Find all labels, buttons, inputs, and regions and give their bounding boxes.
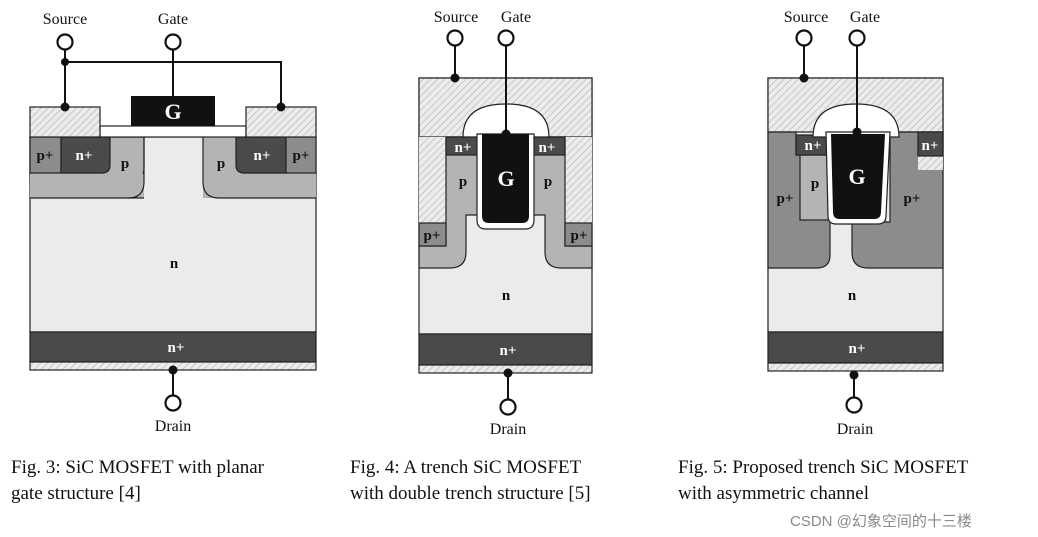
fig4-source-trench-right: [565, 137, 592, 223]
fig4-n-plus-left-label: n+: [455, 140, 472, 156]
fig3-p-left-band: [30, 174, 144, 198]
fig4-gate-label: Gate: [501, 9, 531, 26]
fig5-caption: Fig. 5: Proposed trench SiC MOSFET with …: [678, 455, 968, 507]
fig3-n-plus-right-label: n+: [254, 148, 271, 164]
fig3-caption-line2: gate structure [4]: [11, 483, 141, 504]
fig5-gate: [831, 134, 885, 219]
fig5-gate-terminal: [848, 29, 866, 47]
fig3-n-plus-substrate: [29, 331, 317, 363]
fig4-gate-terminal: [497, 29, 515, 47]
fig5-caption-line2: with asymmetric channel: [678, 483, 869, 504]
fig5-n-plus-right: [917, 131, 944, 157]
fig4-n-plus-substrate: [418, 333, 593, 366]
fig3-caption: Fig. 3: SiC MOSFET with planar gate stru…: [11, 455, 264, 507]
fig4-p-plus-left-label: p+: [424, 228, 441, 244]
fig4-n-label: n: [502, 288, 511, 304]
fig4-caption-line2: with double trench structure [5]: [350, 483, 591, 504]
fig4-p-plus-right: [564, 222, 593, 247]
fig5-caption-line1: Fig. 5: Proposed trench SiC MOSFET: [678, 457, 969, 478]
fig5-n-plus-right-label: n+: [922, 138, 939, 154]
fig3-p-plus-right-label: p+: [293, 148, 310, 164]
fig3-oxide: [99, 125, 247, 138]
fig4-gate: [482, 134, 529, 223]
fig3-gate: [131, 96, 215, 126]
fig3-diagram: Source Gate Drain G p+ n+ p p n+ p+ n n+: [29, 11, 317, 435]
fig3-gate-label: Gate: [158, 11, 188, 28]
fig3-p-left-label: p: [121, 156, 129, 172]
fig4-caption-line1: Fig. 4: A trench SiC MOSFET: [350, 457, 582, 478]
fig3-n-plus-right: [235, 136, 287, 174]
fig3-p-plus-left-label: p+: [37, 148, 54, 164]
fig4-caption: Fig. 4: A trench SiC MOSFET with double …: [350, 455, 591, 507]
fig3-source-terminal: [56, 33, 74, 51]
fig3-p-right-label: p: [217, 156, 225, 172]
fig3-source-contact-left: [29, 106, 101, 138]
watermark: CSDN @幻象空间的十三楼: [790, 513, 972, 530]
fig4-gate-g-label: G: [497, 166, 514, 191]
fig4-p-plus-left: [418, 222, 447, 247]
fig4-n-plus-right-label: n+: [539, 140, 556, 156]
fig5-p-plus-left-label: p+: [777, 191, 794, 207]
fig5-p-plus-right-label: p+: [904, 191, 921, 207]
fig5-gate-g-label: G: [848, 164, 865, 189]
fig3-source-contact-right: [245, 106, 317, 138]
fig5-n-label: n: [848, 288, 857, 304]
fig5-drain-label: Drain: [837, 421, 873, 438]
fig4-p-right-label: p: [544, 174, 552, 190]
fig4-drain-label: Drain: [490, 421, 526, 438]
fig3-n-plus-left-label: n+: [76, 148, 93, 164]
fig4-p-left-region: [418, 136, 482, 269]
fig5-n-plus-substrate: [767, 331, 944, 364]
fig3-gate-terminal: [164, 33, 182, 51]
fig3-source-label: Source: [43, 11, 87, 28]
fig5-source-terminal: [795, 29, 813, 47]
fig3-n-label: n: [170, 256, 179, 272]
fig5-gate-label: Gate: [850, 9, 880, 26]
fig4-n-plus-bottom-label: n+: [500, 343, 517, 359]
fig3-p-plus-left: [29, 136, 62, 174]
fig4-p-plus-right-label: p+: [571, 228, 588, 244]
fig4-p-left-label: p: [459, 174, 467, 190]
fig5-n-plus-left-label: n+: [805, 138, 822, 154]
fig5-n-plus-bottom-label: n+: [849, 341, 866, 357]
fig3-n-plus-left: [60, 136, 111, 174]
fig5-source-label: Source: [784, 9, 828, 26]
fig4-source-label: Source: [434, 9, 478, 26]
fig3-drain-terminal: [164, 394, 182, 412]
fig4-source-terminal: [446, 29, 464, 47]
fig3-drain-label: Drain: [155, 418, 191, 435]
fig3-n-plus-bottom-label: n+: [168, 340, 185, 356]
fig5-drain-metal: [767, 362, 944, 372]
fig5-diagram: Source Gate Drain G n+ n+ p+ p p+ n n+: [767, 9, 944, 438]
fig5-p-mid-label: p: [811, 176, 819, 192]
fig4-drain-terminal: [499, 398, 517, 416]
fig3-gate-g-label: G: [164, 99, 181, 124]
fig3-caption-line1: Fig. 3: SiC MOSFET with planar: [11, 457, 265, 478]
fig5-drain-terminal: [845, 396, 863, 414]
fig4-diagram: Source Gate Drain G n+ n+ p p p+ p+ n n+: [418, 9, 593, 438]
fig4-source-trench-left: [419, 137, 446, 223]
